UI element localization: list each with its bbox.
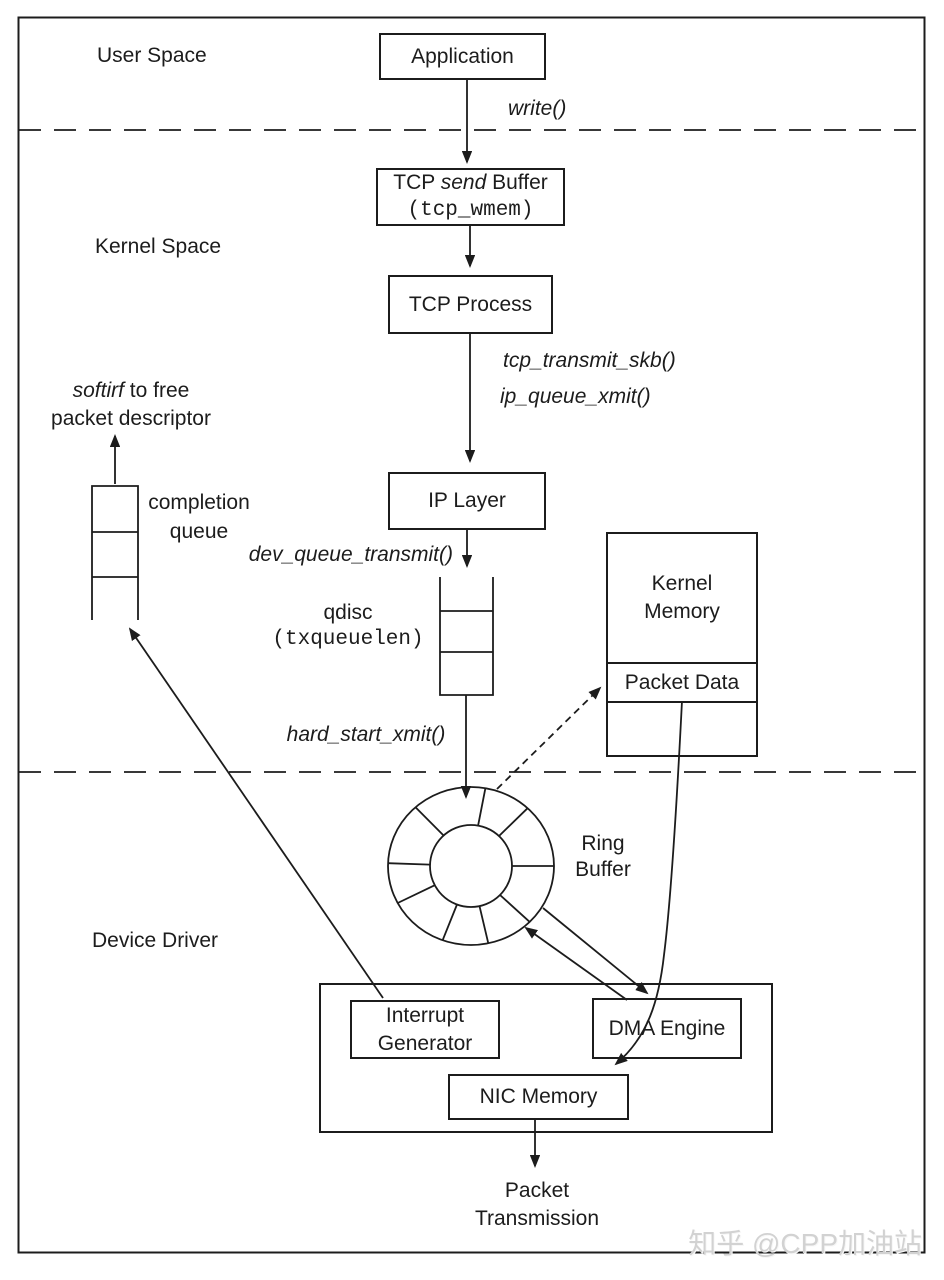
completion-queue-shape [91, 485, 139, 620]
curve-packet-data-to-nic-memory [614, 700, 683, 1066]
tcp-process-box: TCP Process [388, 275, 553, 334]
ring-buffer-inner-circle [429, 824, 513, 908]
packet-data-label: Packet Data [624, 670, 740, 694]
kernel-memory-box: Kernel Memory Packet Data [606, 532, 758, 757]
dev-queue-transmit-label: dev_queue_transmit() [248, 543, 453, 566]
dma-engine-label: DMA Engine [608, 1016, 726, 1040]
completion-queue-label: completion queue [148, 491, 250, 543]
arrow-dma-engine-to-ring-buffer [524, 926, 628, 1001]
application-box: Application [379, 33, 546, 80]
nic-memory-label: NIC Memory [479, 1085, 598, 1108]
write-call-label: write() [508, 97, 567, 120]
kernel-space-label: Kernel Space [95, 235, 222, 258]
tcp-send-buffer-label: TCP send Buffer [393, 171, 548, 194]
packet-data-band: Packet Data [608, 664, 756, 703]
softirq-annotation: softirf to free packet descriptor [51, 379, 211, 430]
ip-queue-xmit-label: ip_queue_xmit() [500, 385, 651, 408]
diagram-frame [17, 16, 926, 1254]
dma-engine-box: DMA Engine [592, 998, 742, 1059]
ip-layer-box: IP Layer [388, 472, 546, 530]
txqueuelen-label: (txqueuelen) [272, 628, 424, 651]
qdisc-label: qdisc [323, 601, 373, 624]
tcp-transmit-skb-label: tcp_transmit_skb() [503, 349, 676, 372]
hard-start-xmit-label: hard_start_xmit() [286, 723, 446, 746]
kernel-memory-empty-slot [608, 703, 756, 755]
kernel-memory-label: Kernel Memory [608, 534, 756, 664]
dashed-arrow-ring-buffer-to-packet-data [496, 686, 602, 790]
user-space-label: User Space [97, 44, 207, 67]
ring-buffer-spokes [388, 788, 554, 944]
nic-memory-box: NIC Memory [448, 1074, 629, 1120]
tcp-process-label: TCP Process [408, 292, 533, 316]
arrow-ring-buffer-to-dma-engine [542, 907, 649, 995]
arrow-interrupt-generator-to-completion-queue [128, 627, 384, 999]
ring-buffer-label: Ring Buffer [575, 832, 631, 881]
qdisc-queue-shape [439, 577, 494, 696]
zhihu-watermark: 知乎 @CPP加油站 [688, 1228, 922, 1259]
application-label: Application [411, 44, 514, 68]
device-driver-label: Device Driver [92, 929, 219, 952]
ip-layer-label: IP Layer [428, 489, 506, 512]
interrupt-generator-label: Interrupt Generator [377, 1003, 473, 1055]
interrupt-generator-box: Interrupt Generator [350, 1000, 500, 1059]
tcp-wmem-label: (tcp_wmem) [407, 199, 534, 222]
nic-outer-box [319, 983, 773, 1133]
tcp-send-buffer-box: TCP send Buffer (tcp_wmem) [376, 168, 565, 226]
packet-transmission-label: Packet Transmission [474, 1179, 600, 1230]
